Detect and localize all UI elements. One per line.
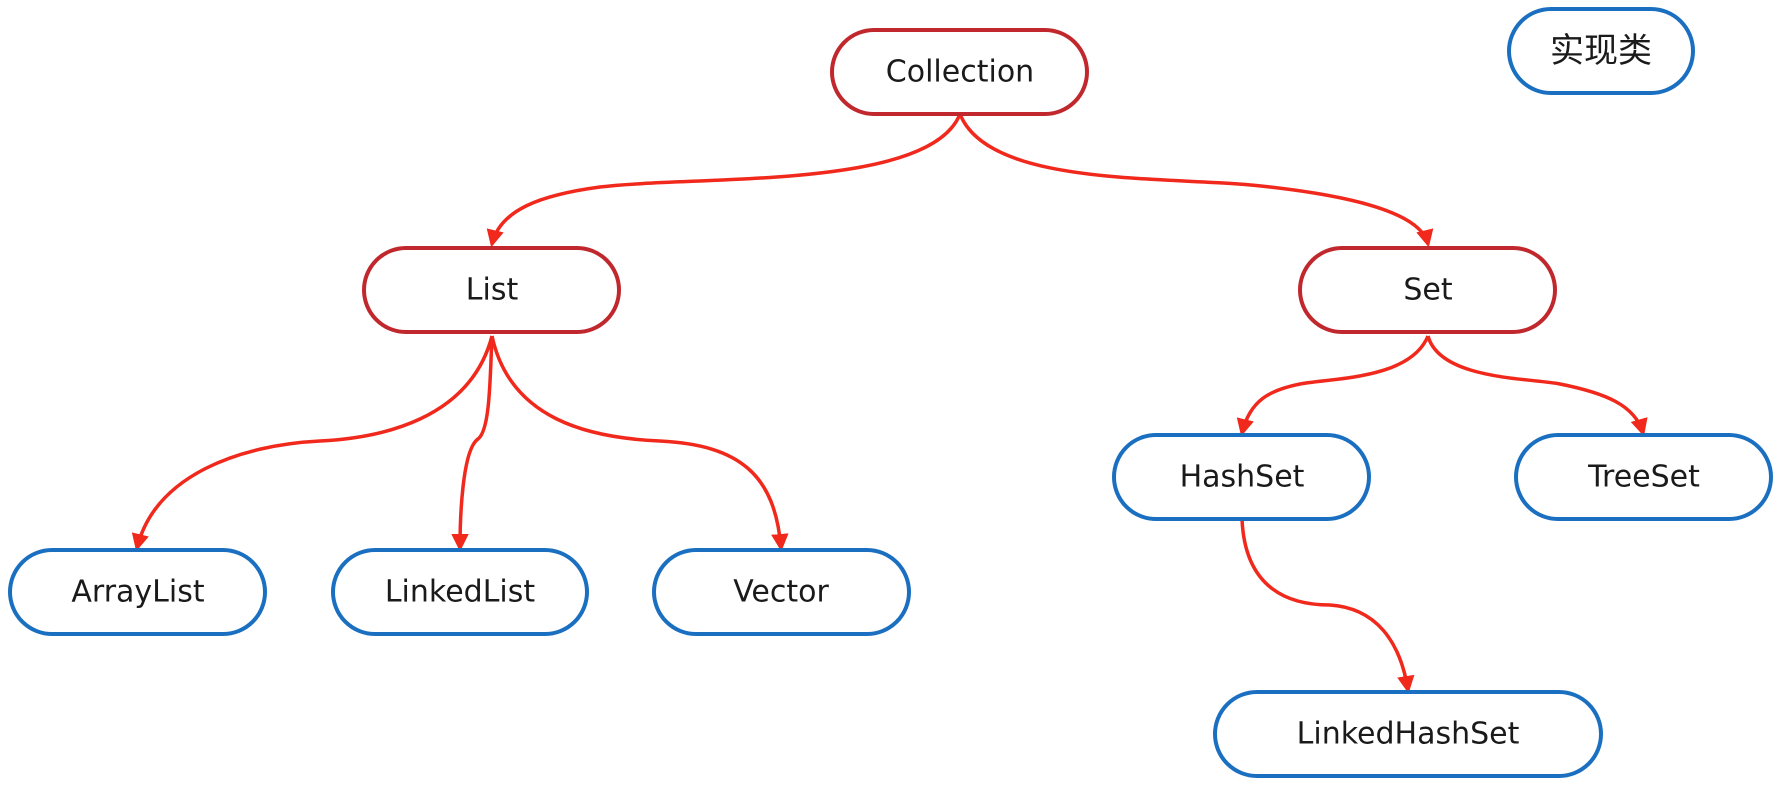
node-set-box [1298, 246, 1557, 334]
node-hashset-box [1112, 433, 1371, 521]
node-treeset-box [1514, 433, 1773, 521]
edge-list-vector [490, 335, 789, 552]
node-treeset: TreeSet [1514, 433, 1773, 521]
node-vector-box [652, 548, 911, 636]
node-set: Set [1298, 246, 1557, 334]
node-linkedlist-label: LinkedList [385, 575, 536, 610]
node-linkedhashset: LinkedHashSet [1213, 690, 1603, 778]
node-linkedlist: LinkedList [331, 548, 589, 636]
legend-impl-class: 实现类 [1507, 7, 1695, 95]
node-treeset-label: TreeSet [1587, 460, 1700, 495]
edge-set-treeset [1426, 335, 1648, 437]
node-list-box [362, 246, 621, 334]
node-list: List [362, 246, 621, 334]
node-linkedhashset-box [1213, 690, 1603, 778]
edge-hashset-linkedhashset [1240, 518, 1415, 694]
legend-impl-box [1507, 7, 1695, 95]
edge-list-linkedlist [451, 335, 494, 552]
edge-set-hashset [1236, 335, 1430, 437]
node-hashset: HashSet [1112, 433, 1371, 521]
node-hashset-label: HashSet [1180, 460, 1305, 495]
node-collection-label: Collection [886, 55, 1034, 90]
node-vector-label: Vector [733, 575, 829, 610]
edge-collection-list [486, 113, 962, 248]
node-arraylist-box [8, 548, 267, 636]
node-vector: Vector [652, 548, 911, 636]
node-arraylist-label: ArrayList [71, 575, 204, 610]
node-linkedhashset-label: LinkedHashSet [1297, 717, 1520, 752]
edge-list-arraylist [131, 335, 494, 552]
node-collection-box [830, 28, 1089, 116]
node-linkedlist-box [331, 548, 589, 636]
edge-collection-set [958, 113, 1434, 248]
node-collection: Collection [830, 28, 1089, 116]
legend-impl-label: 实现类 [1550, 31, 1652, 71]
node-list-label: List [466, 273, 519, 308]
node-set-label: Set [1403, 273, 1453, 308]
node-arraylist: ArrayList [8, 548, 267, 636]
edges-group [131, 113, 1648, 694]
